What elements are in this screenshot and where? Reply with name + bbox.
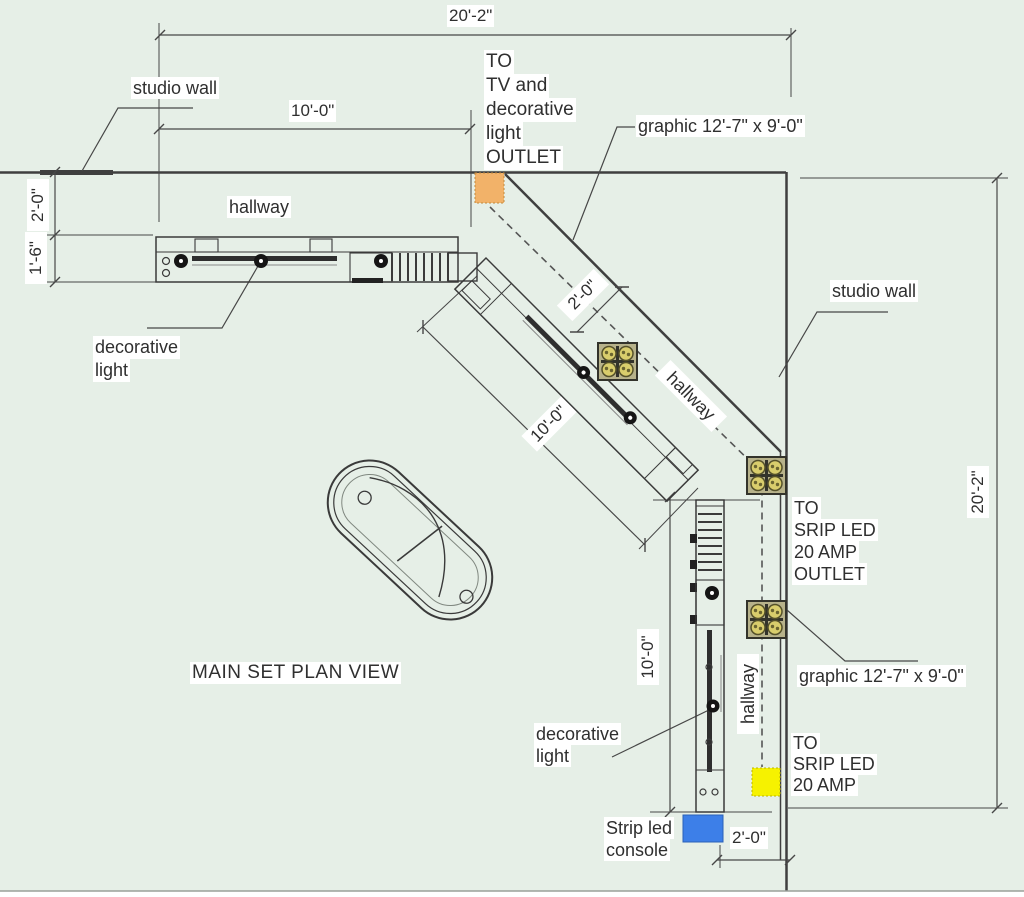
note-to-led-outlet: TO SRIP LED 20 AMP OUTLET: [792, 497, 878, 585]
dim-overall-right: 20'-2": [967, 466, 989, 518]
dim-left-hall-width: 2'-0": [27, 179, 49, 231]
light-fixtures: [597, 342, 787, 639]
label-studio-wall-right: studio wall: [830, 280, 919, 302]
dim-hallway-top: 10'-0": [289, 100, 337, 122]
hatch-top-piece: [391, 253, 449, 281]
light-fixture-icon: [746, 600, 787, 639]
hatch-vertical-piece: [698, 513, 722, 571]
light-fixture-icon: [597, 342, 638, 381]
dim-bottom-width: 2'-0": [730, 827, 768, 849]
dim-left-wall-depth: 1'-6": [25, 232, 47, 284]
label-hallway-vertical: hallway: [737, 654, 759, 734]
label-decorative-light-top: decorative light: [93, 336, 181, 382]
set-desk: [326, 459, 494, 621]
leader-lines: [81, 107, 918, 758]
label-studio-wall-top: studio wall: [131, 77, 220, 99]
tv-outlet-marker: [474, 172, 505, 204]
set-wall-diagonal: [453, 256, 700, 503]
strip-led-console-marker: [682, 814, 724, 843]
label-hallway-top: hallway: [227, 196, 292, 218]
set-wall-top: [155, 236, 478, 283]
label-strip-led-console: Strip led console: [604, 817, 675, 861]
label-decorative-light-bottom: decorative light: [534, 723, 622, 767]
light-fixture-icon: [746, 456, 787, 495]
dim-vertical-length: 10'-0": [637, 629, 659, 685]
led-outlet-marker: [751, 767, 781, 797]
decorative-light-bulbs-top: [174, 254, 388, 268]
dim-overall-top: 20'-2": [447, 5, 495, 27]
note-to-led: TO SRIP LED 20 AMP: [791, 733, 877, 796]
note-to-tv-outlet: TO TV and decorative light OUTLET: [484, 50, 576, 170]
set-wall-vertical: [690, 499, 725, 813]
dimension-lines: [45, 23, 1008, 868]
label-graphic-bottom: graphic 12'-7" x 9'-0": [797, 665, 966, 687]
studio-walls: [0, 170, 1024, 892]
page-title: MAIN SET PLAN VIEW: [190, 662, 402, 684]
label-graphic-top: graphic 12'-7" x 9'-0": [636, 115, 805, 137]
